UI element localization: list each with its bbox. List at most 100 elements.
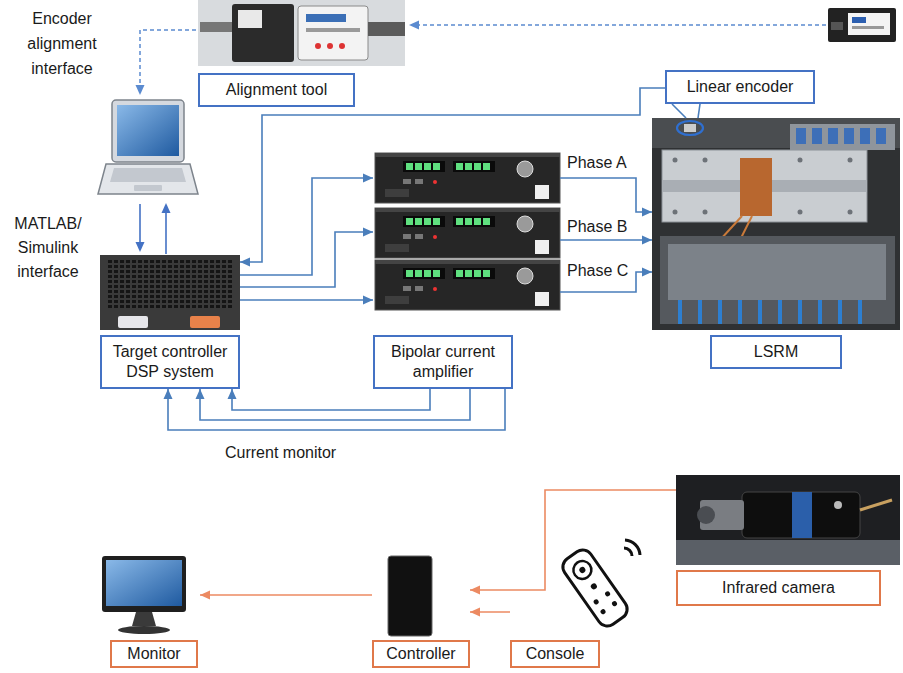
amplifier-photo	[375, 208, 560, 258]
cable	[738, 300, 742, 324]
sensor-print	[852, 26, 884, 29]
device-node: Alignment tool	[198, 2, 408, 107]
laptop-screen	[117, 105, 179, 156]
device-node: Target controller DSP system	[100, 255, 240, 389]
node-label: Infrared camera	[682, 578, 875, 598]
sensor-body	[828, 8, 896, 42]
tool-sticker	[238, 10, 262, 28]
cable	[818, 300, 822, 324]
connector	[560, 178, 652, 217]
monitor-icon	[102, 556, 186, 634]
hole	[848, 158, 853, 163]
photo-ground	[652, 118, 900, 148]
encoder-head	[684, 124, 696, 132]
connector-line	[240, 299, 373, 301]
connector	[164, 389, 506, 430]
label-box: Bipolar current amplifier	[373, 335, 513, 389]
cable	[200, 22, 232, 32]
node-label: Monitor	[116, 644, 192, 664]
connector	[828, 128, 838, 144]
remote-body-group	[559, 546, 631, 630]
signal-arc	[624, 548, 632, 556]
camera-body	[742, 492, 860, 538]
camera-cable	[860, 500, 892, 510]
controller-icon	[388, 556, 432, 636]
label-box: LSRM	[710, 335, 842, 369]
hole	[848, 210, 853, 215]
signal-arc	[625, 540, 640, 555]
connector-line	[240, 232, 373, 287]
connector	[470, 608, 510, 617]
arrow-head	[196, 389, 205, 399]
device-node: Linear encoder	[665, 70, 815, 104]
monitor-screen	[106, 560, 182, 606]
base-block	[660, 236, 895, 324]
connector	[240, 296, 373, 305]
dsp-connector	[118, 316, 148, 328]
led	[339, 43, 345, 49]
infrared-camera-photo	[676, 475, 900, 565]
encoder-sensor-photo	[828, 8, 896, 42]
connector-line	[560, 239, 652, 241]
connector	[240, 88, 665, 267]
node-label: LSRM	[716, 342, 836, 362]
arrow-head	[470, 586, 480, 595]
remote-button	[604, 590, 611, 597]
dashed-line	[140, 30, 196, 86]
connector	[672, 104, 686, 118]
monitor-foot	[118, 626, 170, 634]
connector	[196, 389, 471, 420]
device-node: Bipolar current amplifier	[373, 153, 560, 389]
led	[315, 43, 321, 49]
arrow-head	[642, 236, 652, 245]
arrow-head	[363, 228, 373, 237]
console-remote-icon	[559, 540, 640, 630]
node-label: Bipolar current amplifier	[379, 342, 507, 382]
edge-label: Phase A	[565, 154, 629, 172]
tool-print	[306, 28, 360, 32]
cable	[368, 22, 405, 36]
sensor-port	[831, 22, 843, 30]
annotation-label: MATLAB/ Simulink interface	[3, 212, 93, 284]
label-box: Monitor	[110, 640, 198, 668]
photo-ground	[198, 0, 405, 66]
arrow-head	[240, 258, 250, 267]
copper-coil	[740, 158, 772, 216]
annotation-label: Encoder alignment interface	[3, 6, 121, 81]
connector-line	[200, 594, 372, 596]
cable	[858, 300, 862, 324]
connector-line	[232, 389, 430, 410]
connector-block	[790, 124, 895, 150]
lens-glass	[697, 506, 715, 524]
sensor-logo	[852, 17, 866, 23]
device-node: Console	[510, 535, 640, 668]
led	[327, 43, 333, 49]
hole	[673, 210, 678, 215]
remote-button	[578, 566, 586, 574]
edge-label: Phase B	[565, 218, 629, 236]
dsp-connector	[190, 316, 220, 328]
monitor-bezel	[102, 556, 186, 612]
connector-line	[168, 389, 505, 430]
edge-label: Phase C	[565, 262, 630, 280]
remote-button	[570, 557, 595, 582]
label-box: Target controller DSP system	[100, 335, 240, 389]
alignment-tool-photo	[198, 0, 405, 66]
annotation-label: Current monitor	[225, 443, 385, 463]
connector	[560, 236, 652, 245]
cable	[678, 300, 682, 324]
cable	[778, 300, 782, 324]
connector	[812, 128, 822, 144]
remote-body	[559, 546, 631, 630]
link-line	[139, 204, 141, 243]
laptop-touchpad	[134, 185, 162, 191]
arrow-head	[642, 208, 652, 217]
label-box: Alignment tool	[198, 73, 355, 107]
arrow-head	[409, 21, 419, 30]
arrow-head	[228, 389, 237, 399]
laptop-lid	[112, 100, 184, 162]
hole	[703, 210, 708, 215]
tool-module	[232, 4, 294, 62]
hole	[798, 158, 803, 163]
